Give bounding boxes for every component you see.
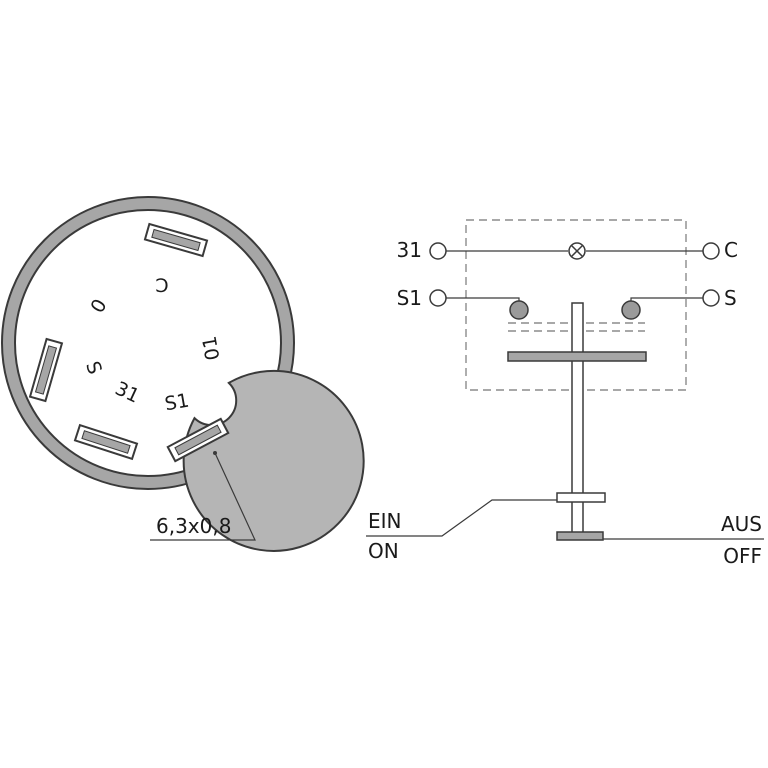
terminal-label-c: C	[724, 238, 738, 262]
face-label-01: 01	[199, 334, 225, 362]
terminal-31	[429, 242, 447, 260]
switch-schematic: 31 S1 C S	[366, 219, 764, 568]
lamp-icon	[568, 242, 586, 260]
blade-terminal-left	[28, 337, 64, 403]
off-label-de: AUS	[721, 512, 762, 536]
dimension-label: 6,3x0,8	[156, 514, 231, 538]
contact-right	[621, 300, 641, 320]
connector-view: C 0 S 31 S1 01 6,3x0,8	[1, 196, 365, 552]
terminal-c	[702, 242, 720, 260]
off-label-en: OFF	[723, 544, 762, 568]
contact-bridge	[507, 351, 647, 362]
on-leader	[366, 499, 557, 537]
blade-terminal-top	[143, 222, 209, 258]
terminal-s	[702, 289, 720, 307]
leader-dot	[213, 451, 217, 455]
on-label-de: EIN	[368, 509, 402, 533]
terminal-label-s: S	[724, 286, 737, 310]
contact-wire-right	[630, 297, 703, 304]
terminal-label-31: 31	[397, 238, 422, 262]
contact-left	[509, 300, 529, 320]
blade-terminal-bottom-left	[73, 423, 139, 461]
face-label-c: C	[155, 274, 168, 296]
on-collar	[556, 492, 606, 503]
contact-wire-left	[446, 297, 520, 304]
blade-terminal-bottom-right	[166, 417, 230, 463]
inner-ring	[14, 209, 282, 477]
terminal-label-s1: S1	[397, 286, 422, 310]
face-label-s1: S1	[163, 390, 191, 416]
dimension-leader	[150, 452, 256, 541]
on-label-en: ON	[368, 539, 399, 563]
off-head	[556, 531, 604, 541]
terminal-s1	[429, 289, 447, 307]
